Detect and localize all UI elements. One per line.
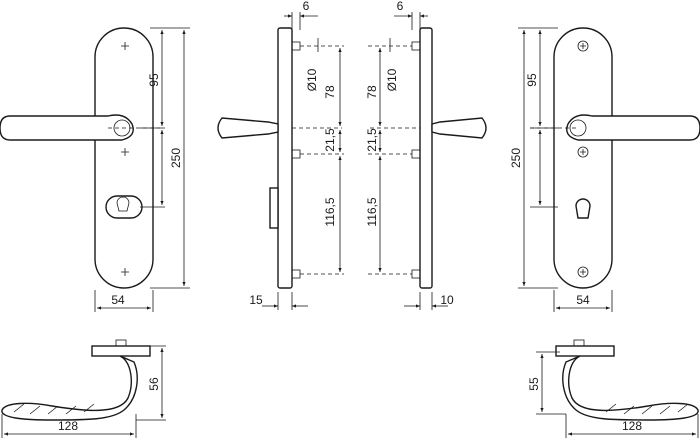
dim-21-5-right: 21,5 [365, 128, 379, 152]
dim-6-left: 6 [303, 0, 310, 13]
dim-78-left: 78 [323, 85, 337, 99]
pin-bottom-right [411, 269, 421, 279]
lever-top-left [1, 355, 138, 421]
front-view-left: 95 250 54 [0, 27, 190, 312]
backplate-left [94, 27, 154, 289]
dim-250-right: 250 [509, 148, 523, 168]
dim-dia10-left: Ø10 [305, 68, 319, 91]
dim-78-right: 78 [365, 85, 379, 99]
dim-128-right: 128 [622, 419, 642, 433]
pin-mid-right [411, 149, 421, 159]
top-view-right: 55 128 [527, 339, 699, 438]
dim-116-5-right: 116,5 [365, 197, 379, 226]
lever-grip-right [605, 403, 689, 415]
dim-95-right: 95 [525, 73, 539, 87]
screw-mid-right [577, 146, 589, 158]
lever-grip-left [13, 403, 95, 415]
dim-56: 56 [147, 377, 161, 391]
dim-10: 10 [440, 293, 454, 307]
side-view-left: 6 Ø10 78 21,5 116,5 15 [217, 0, 344, 310]
spindle-top-right [573, 339, 585, 347]
dim-54-right: 54 [576, 293, 590, 307]
dim-15: 15 [249, 293, 263, 307]
screw-mark-mid-left [121, 148, 129, 156]
cylinder-bulge-left [269, 187, 279, 229]
plate-profile-left [277, 27, 293, 289]
backplate-right [553, 27, 613, 289]
spindle-top-left [115, 339, 127, 347]
dim-95-left: 95 [147, 73, 161, 87]
lever-side-left [217, 117, 279, 139]
screw-bottom-right [577, 266, 589, 278]
lever-top-right [562, 355, 699, 421]
top-view-left: 56 128 [1, 339, 166, 438]
lever-side-right [431, 117, 487, 139]
screw-mark-bottom-left [121, 268, 129, 276]
screw-top-right [577, 40, 589, 52]
lever-handle-right [566, 114, 700, 141]
dim-6-right: 6 [397, 0, 404, 13]
pin-mid-left [291, 149, 301, 159]
spindle-rosette-right [569, 119, 587, 137]
cylinder-hole-right [575, 198, 591, 219]
dim-21-5-left: 21,5 [323, 128, 337, 152]
lever-handle-left [0, 114, 134, 141]
rosette-top-right [555, 345, 615, 357]
cylinder-hole-left [105, 195, 143, 219]
front-view-right: 95 250 54 [509, 27, 700, 312]
pin-bottom-left [291, 269, 301, 279]
dim-128-left: 128 [58, 419, 78, 433]
side-view-right: 6 Ø10 78 21,5 116,5 10 [365, 0, 487, 310]
screw-mark-top-left [121, 42, 129, 50]
pin-top-right [411, 41, 421, 51]
cylinder-profile-left [116, 196, 130, 212]
plate-profile-right [419, 27, 433, 289]
dim-dia10-right: Ø10 [385, 68, 399, 91]
dim-116-5-left: 116,5 [323, 197, 337, 226]
rosette-top-left [91, 345, 151, 357]
dim-55: 55 [527, 377, 541, 391]
dim-54-left: 54 [111, 293, 125, 307]
pin-top-left [291, 41, 301, 51]
dim-250-left: 250 [169, 148, 183, 168]
